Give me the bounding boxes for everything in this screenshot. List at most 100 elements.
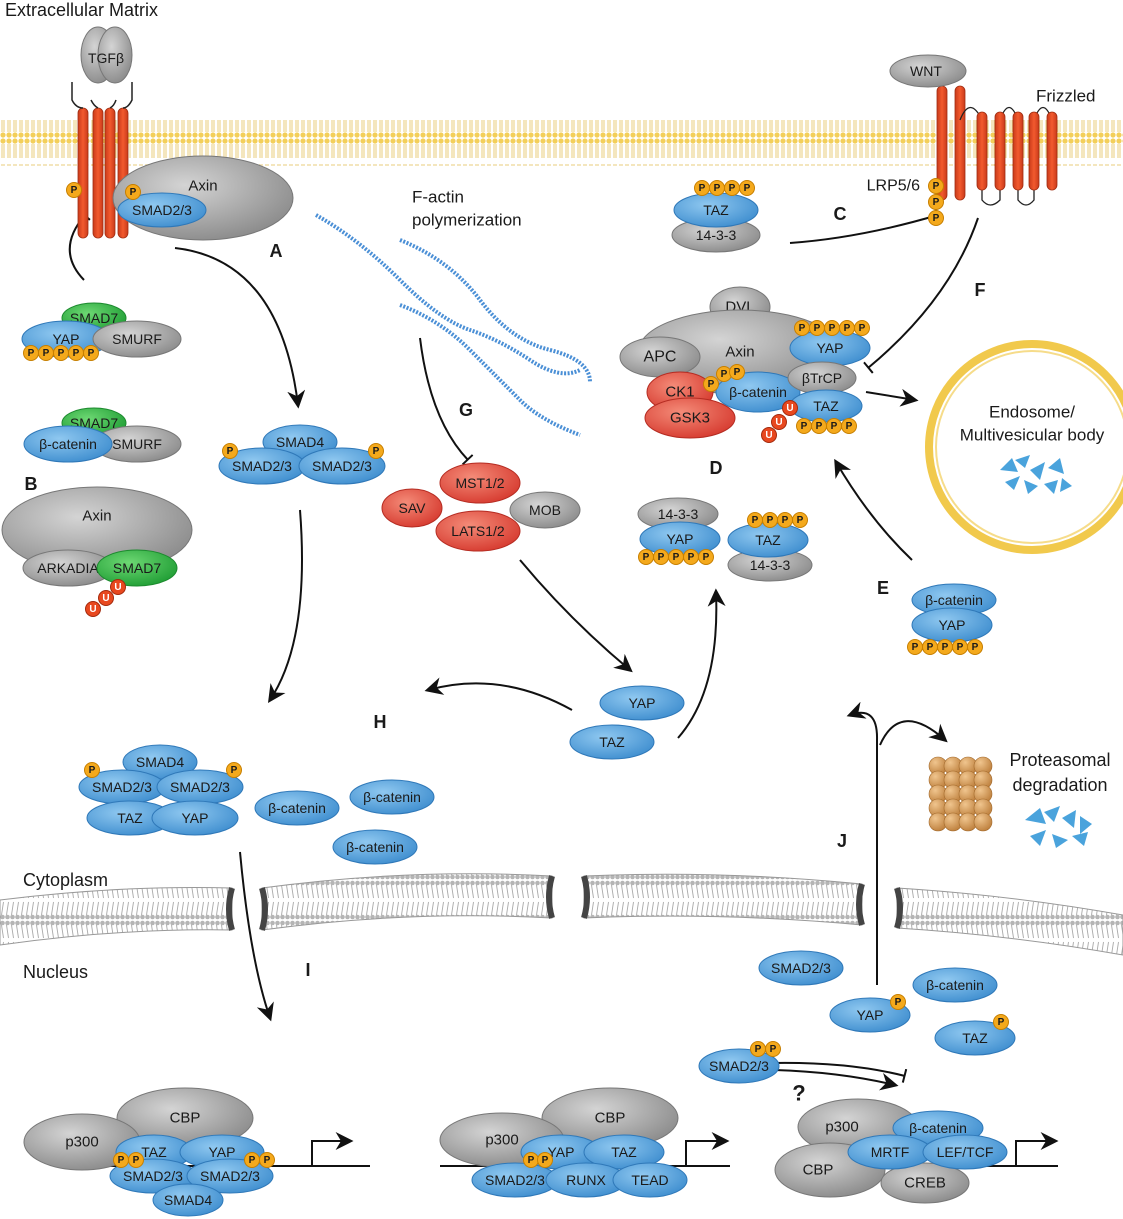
phospho-label: P bbox=[43, 348, 50, 359]
phospho-label: P bbox=[752, 515, 759, 526]
smad23-cyto-right-label: SMAD2/3 bbox=[170, 779, 230, 795]
phospho-icon: P bbox=[907, 639, 923, 655]
smurf-b1: SMURF bbox=[92, 320, 182, 358]
phospho-label: P bbox=[118, 1155, 125, 1166]
yap-n2-label: YAP bbox=[548, 1144, 575, 1160]
f-actin-filaments bbox=[315, 213, 592, 437]
lrp-label: LRP5/6 bbox=[867, 178, 920, 195]
phospho-icon: P bbox=[709, 180, 725, 196]
yap-cyto: YAP bbox=[151, 800, 239, 836]
section-letter-e: E bbox=[877, 578, 889, 598]
proteasome-label-line2: degradation bbox=[1012, 775, 1107, 795]
phospho-label: P bbox=[829, 323, 836, 334]
degraded-fragments-icon bbox=[1000, 455, 1072, 494]
endosome-label-line1: Endosome/ bbox=[989, 403, 1075, 422]
taz-n2: TAZ bbox=[583, 1134, 665, 1170]
endosome bbox=[925, 340, 1123, 554]
phospho-label: P bbox=[933, 213, 940, 224]
phospho-icon: P bbox=[716, 366, 732, 382]
btrcp-d: βTrCP bbox=[787, 361, 857, 395]
ck1-d-label: CK1 bbox=[665, 384, 694, 401]
ubiquitin-label: U bbox=[114, 582, 121, 593]
taz-c-label: TAZ bbox=[703, 202, 729, 218]
ubiquitin-label: U bbox=[102, 593, 109, 604]
arkadia-b3-label: ARKADIA bbox=[37, 560, 99, 576]
phospho-icon: P bbox=[765, 1041, 781, 1057]
wnt-label: WNT bbox=[910, 63, 942, 79]
phospho-icon: P bbox=[23, 345, 39, 361]
yap-d-label: YAP bbox=[817, 340, 844, 356]
bcatenin-e-label: β-catenin bbox=[925, 592, 983, 608]
bcatenin-d-label: β-catenin bbox=[729, 384, 787, 400]
phospho-label: P bbox=[373, 446, 380, 457]
phospho-label: P bbox=[797, 515, 804, 526]
phospho-icon: P bbox=[796, 418, 812, 434]
smad23-j-label: SMAD2/3 bbox=[771, 960, 831, 976]
phospho-label: P bbox=[831, 421, 838, 432]
phospho-label: P bbox=[734, 367, 741, 378]
phospho-label: P bbox=[801, 421, 808, 432]
section-letter-c: C bbox=[834, 204, 847, 224]
smad23-nuc-label: SMAD2/3 bbox=[709, 1058, 769, 1074]
phospho-icon: P bbox=[747, 512, 763, 528]
smad23-n1-left-label: SMAD2/3 bbox=[123, 1168, 183, 1184]
lats-g-label: LATS1/2 bbox=[451, 523, 505, 539]
p300-n1: p300 bbox=[23, 1113, 141, 1171]
section-letter-h: H bbox=[374, 712, 387, 732]
phospho-icon: P bbox=[244, 1152, 260, 1168]
phospho-label: P bbox=[658, 552, 665, 563]
phospho-icon: P bbox=[777, 512, 793, 528]
phospho-label: P bbox=[708, 379, 715, 390]
smad23-n1-left: SMAD2/3 bbox=[109, 1158, 197, 1194]
phospho-icon: P bbox=[259, 1152, 275, 1168]
phospho-icon: P bbox=[537, 1152, 553, 1168]
p300-n3-label: p300 bbox=[825, 1119, 858, 1136]
phospho-label: P bbox=[755, 1044, 762, 1055]
smad23-a2-right-label: SMAD2/3 bbox=[312, 458, 372, 474]
smad23-n1-right-label: SMAD2/3 bbox=[200, 1168, 260, 1184]
phospho-label: P bbox=[699, 183, 706, 194]
proteasome-fragments-icon bbox=[1025, 806, 1092, 848]
phospho-label: P bbox=[130, 187, 137, 198]
factin-label-line2: polymerization bbox=[412, 211, 522, 230]
taz-cyto-label: TAZ bbox=[117, 810, 143, 826]
receptor-helix bbox=[92, 107, 104, 239]
extracellular-label: Extracellular Matrix bbox=[5, 0, 158, 20]
factin-label-line1: F-actin bbox=[412, 188, 464, 207]
axin-d-label: Axin bbox=[725, 344, 754, 361]
p1433-c: 14-3-3 bbox=[671, 217, 761, 253]
taz-d2: TAZ bbox=[727, 522, 809, 558]
sav-g-label: SAV bbox=[399, 500, 427, 516]
taz-j-label: TAZ bbox=[962, 1030, 988, 1046]
taz-d: TAZ bbox=[789, 389, 863, 423]
yap-b1-label: YAP bbox=[53, 331, 80, 347]
ubiquitin-icon: U bbox=[85, 601, 101, 617]
phospho-icon: P bbox=[368, 443, 384, 459]
phospho-icon: P bbox=[683, 549, 699, 565]
cbp-n2-label: CBP bbox=[595, 1110, 626, 1127]
p1433-c-label: 14-3-3 bbox=[696, 227, 737, 243]
proteasome-icon bbox=[928, 756, 993, 832]
yap-cyto-label: YAP bbox=[182, 810, 209, 826]
yap-e: YAP bbox=[911, 607, 993, 643]
smad23-a2-left: SMAD2/3 bbox=[218, 447, 306, 485]
cytoplasm-label: Cytoplasm bbox=[23, 870, 108, 890]
ubiquitin-icon: U bbox=[98, 590, 114, 606]
phospho-icon: P bbox=[993, 1014, 1009, 1030]
phospho-label: P bbox=[542, 1155, 549, 1166]
phospho-icon: P bbox=[84, 762, 100, 778]
endosome-label-line2: Multivesicular body bbox=[960, 426, 1105, 445]
bcatenin-n3-label: β-catenin bbox=[909, 1120, 967, 1136]
phospho-label: P bbox=[721, 369, 728, 380]
phospho-label: P bbox=[528, 1155, 535, 1166]
phospho-icon: P bbox=[841, 418, 857, 434]
phospho-icon: P bbox=[937, 639, 953, 655]
smurf-b1-label: SMURF bbox=[112, 331, 162, 347]
mrtf-n3-label: MRTF bbox=[871, 1144, 910, 1160]
tgfb-ligand-right bbox=[97, 26, 133, 84]
smad23-a-label: SMAD2/3 bbox=[132, 202, 192, 218]
wnt-ligand bbox=[889, 54, 967, 88]
phospho-icon: P bbox=[811, 418, 827, 434]
p1433-d2b: 14-3-3 bbox=[727, 548, 813, 582]
phospho-label: P bbox=[972, 642, 979, 653]
